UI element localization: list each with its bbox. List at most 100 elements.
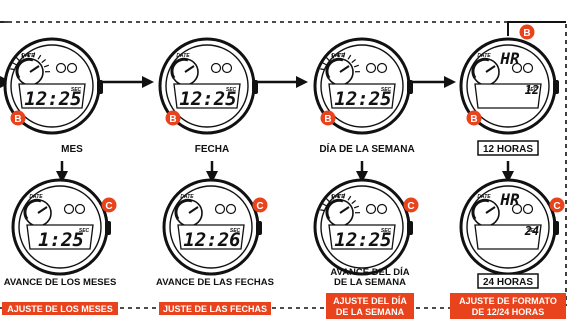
flash-ray <box>347 54 352 60</box>
bottom-0-badge-letter: C <box>105 201 112 212</box>
lcd-panel <box>328 83 396 109</box>
flash-ray <box>351 59 356 64</box>
subdial-right <box>522 203 534 215</box>
dial-arc <box>325 198 344 220</box>
subdial-left <box>210 62 222 74</box>
watch-bottom-3: DATE SEC HR 24 C <box>459 178 565 276</box>
dial-hand <box>37 206 48 214</box>
connector-layer: B <box>0 21 567 309</box>
subdial-left <box>511 203 523 215</box>
flash-ray <box>331 53 335 59</box>
bottom-tag-3-a: AJUSTE DE FORMATO <box>459 296 557 306</box>
flash-ray <box>322 62 328 66</box>
down-head-1 <box>206 171 218 183</box>
sec-marker: SEC <box>381 228 392 234</box>
dial-hand <box>29 65 40 73</box>
return-b-badge <box>519 24 535 40</box>
flash-ray <box>320 209 326 212</box>
flash-ray <box>320 68 326 71</box>
date-marker: DATE <box>180 194 194 200</box>
bottom-caption-0: AVANCE DE LOS MESES <box>4 277 117 288</box>
sec-marker: SEC <box>381 87 392 93</box>
bottom-caption-3: 24 HORAS <box>483 277 533 288</box>
crown-button <box>97 80 103 94</box>
crown-button <box>256 221 262 235</box>
bottom-2-badge <box>403 197 419 213</box>
flash-ray <box>322 203 328 207</box>
bottom-tag-2-a: AJUSTE DEL DÍA <box>333 296 407 306</box>
subdial-right <box>376 62 388 74</box>
date-marker: DATE <box>21 53 35 59</box>
top-label-3: 12 HORAS <box>483 144 533 155</box>
subdial-left <box>55 62 67 74</box>
lcd-small: 12 <box>525 83 539 97</box>
subdial-right <box>376 203 388 215</box>
top-1-badge <box>165 110 181 126</box>
lcd-panel <box>177 224 245 250</box>
top-0-badge-letter: B <box>14 114 21 125</box>
lcd-panel <box>474 224 542 250</box>
sec-marker: SEC <box>527 87 538 93</box>
date-marker: DATE <box>176 53 190 59</box>
down-head-3 <box>502 171 514 183</box>
crown-button <box>553 80 559 94</box>
flash-ray <box>41 59 46 64</box>
crown-button <box>252 80 258 94</box>
dial-arc <box>15 57 34 79</box>
lcd-hr: HR <box>499 190 520 209</box>
flash-ray <box>37 54 42 60</box>
tag-bg <box>2 302 118 315</box>
bottom-tag-1: JUSTE DE LAS FECHAS <box>163 304 267 314</box>
bottom-2-badge-letter: C <box>407 201 414 212</box>
dial-arc <box>471 57 490 79</box>
flash-ray <box>347 195 352 201</box>
top-0-badge <box>10 110 26 126</box>
subdial-left <box>365 203 377 215</box>
lcd-panel <box>474 83 542 109</box>
date-marker: DATE <box>477 53 491 59</box>
dial-arc <box>471 198 490 220</box>
date-marker: DATE <box>331 53 345 59</box>
top-2-badge-letter: B <box>324 114 331 125</box>
bottom-1-badge-letter: C <box>256 201 263 212</box>
return-b-badge-letter: B <box>523 28 530 39</box>
dial-hand <box>339 65 350 73</box>
dial-arc <box>170 57 189 79</box>
flash-ray <box>15 57 21 62</box>
crown-button <box>553 221 559 235</box>
lcd-panel <box>26 224 94 250</box>
lcd-small: 24 <box>524 224 539 238</box>
top-label-2: DÍA DE LA SEMANA <box>319 142 414 155</box>
flash-ray <box>12 62 18 66</box>
top-3-badge-letter: B <box>470 114 477 125</box>
sec-marker: SEC <box>527 228 538 234</box>
flash-ray <box>21 53 25 59</box>
bottom-3-badge-letter: C <box>553 201 560 212</box>
tag-bg <box>326 293 414 319</box>
top-label-0: MES <box>61 144 83 155</box>
lcd-time: 1:25 <box>38 229 84 251</box>
subdial-left <box>63 203 75 215</box>
subdial-right <box>221 62 233 74</box>
return-dashed-line <box>0 21 567 306</box>
bottom-caption-2-a: AVANCE DEL DÍA <box>330 267 409 278</box>
lcd-time: 12:26 <box>183 229 240 251</box>
dial-hand <box>485 206 496 214</box>
lcd-time: 12:25 <box>24 88 81 110</box>
watch-layer: DATESEC12:25BDATESEC12:25BDATESEC12:25BD… <box>3 37 565 276</box>
flash-ray <box>325 198 331 203</box>
down-head-2 <box>356 171 368 183</box>
subdial-left <box>214 203 226 215</box>
dial-arc <box>325 57 344 79</box>
dial-arc <box>174 198 193 220</box>
sec-marker: SEC <box>230 228 241 234</box>
flash-ray <box>351 200 356 205</box>
arrow-head-1 <box>296 76 308 88</box>
flash-ray <box>342 52 346 58</box>
date-marker: DATE <box>477 194 491 200</box>
lcd-panel <box>328 224 396 250</box>
sec-marker: SEC <box>79 228 90 234</box>
